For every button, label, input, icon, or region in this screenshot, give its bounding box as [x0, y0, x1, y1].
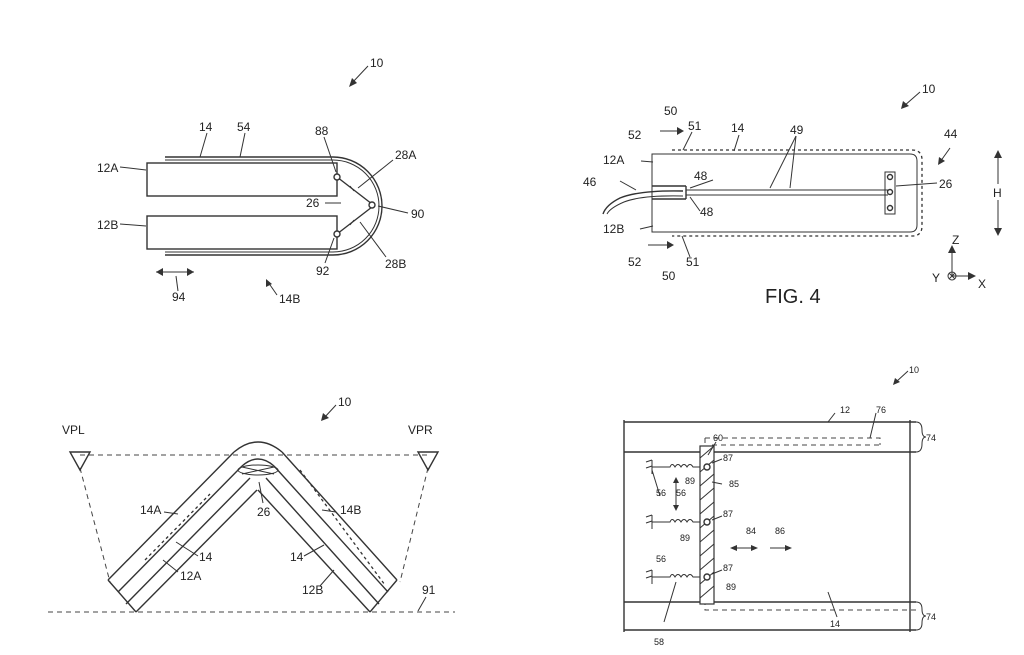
ref-74-bottom: 74 — [926, 612, 936, 622]
ref-89-b: 89 — [680, 533, 690, 543]
ref-26: 26 — [939, 177, 953, 191]
display-14 — [165, 157, 382, 255]
ref-14: 14 — [830, 619, 840, 629]
device-outline — [652, 154, 917, 232]
ref-12b: 12B — [97, 218, 118, 232]
label-vpr: VPR — [408, 423, 433, 437]
ref-14-left: 14 — [199, 550, 213, 564]
figure-bottom-right: 10 60 12 76 74 87 89 56 56 85 87 89 84 8… — [624, 365, 936, 647]
ref-48-upper: 48 — [694, 169, 708, 183]
ref-89-a: 89 — [685, 476, 695, 486]
ref-48-lower: 48 — [700, 205, 714, 219]
ref-58: 58 — [654, 637, 664, 647]
ref-51-top: 51 — [688, 119, 702, 133]
ref-52-bottom: 52 — [628, 255, 642, 269]
ref-14b: 14B — [279, 292, 300, 306]
ref-91: 91 — [422, 583, 436, 597]
axis-z: Z — [952, 233, 959, 247]
display-76 — [705, 438, 916, 610]
figure-top-right: 10 50 51 14 49 44 52 12A 46 48 48 26 H 1… — [583, 82, 1006, 308]
ref-74-top: 74 — [926, 433, 936, 443]
ref-50-bottom: 50 — [662, 269, 676, 283]
ref-85: 85 — [729, 479, 739, 489]
ref-28b: 28B — [385, 257, 406, 271]
ref-14b: 14B — [340, 503, 361, 517]
ref-50-top: 50 — [664, 104, 678, 118]
ref-14a: 14A — [140, 503, 161, 517]
ref-51-bottom: 51 — [686, 255, 700, 269]
figure-caption: FIG. 4 — [765, 286, 821, 308]
viewer-vpr — [418, 452, 438, 470]
ref-54: 54 — [237, 120, 251, 134]
ref-49: 49 — [790, 123, 804, 137]
ref-56-b: 56 — [676, 488, 686, 498]
ref-56-a: 56 — [656, 488, 666, 498]
ref-10: 10 — [922, 82, 936, 96]
leg-right — [258, 452, 397, 612]
axis-x: X — [978, 277, 986, 291]
ref-87-b: 87 — [723, 509, 733, 519]
ref-12a: 12A — [97, 161, 118, 175]
ref-12b: 12B — [302, 583, 323, 597]
pivot-92 — [334, 231, 340, 237]
cable-46 — [603, 191, 683, 214]
ref-12b: 12B — [603, 222, 624, 236]
ref-86: 86 — [775, 526, 785, 536]
ref-10: 10 — [370, 56, 384, 70]
ref-12a: 12A — [603, 153, 624, 167]
ref-76: 76 — [876, 405, 886, 415]
ref-10: 10 — [338, 395, 352, 409]
ref-56-c: 56 — [656, 554, 666, 564]
ref-44: 44 — [944, 127, 958, 141]
leg-left — [108, 452, 257, 612]
ref-14: 14 — [199, 120, 213, 134]
housing-12b — [147, 216, 337, 249]
display-14-inner — [165, 160, 379, 252]
ref-92: 92 — [316, 264, 330, 278]
ref-28a: 28A — [395, 148, 416, 162]
ref-52-top: 52 — [628, 128, 642, 142]
axis-y: Y — [932, 271, 940, 285]
ref-94: 94 — [172, 290, 186, 304]
figure-bottom-left: 10 VPL VPR 14A 14B 26 14 14 12A 12B 91 — [48, 395, 455, 612]
pivot-90 — [369, 202, 375, 208]
figure-top-left: 10 14 54 12A 12B 88 28A 26 90 92 28B 94 … — [97, 56, 425, 306]
ref-87-a: 87 — [723, 453, 733, 463]
ref-89-c: 89 — [726, 582, 736, 592]
ref-12a: 12A — [180, 569, 201, 583]
ref-14: 14 — [731, 121, 745, 135]
ref-14-right: 14 — [290, 550, 304, 564]
pivot-88 — [334, 174, 340, 180]
ref-87-c: 87 — [723, 563, 733, 573]
ref-60: 60 — [713, 433, 723, 443]
ref-90: 90 — [411, 207, 425, 221]
ref-88: 88 — [315, 124, 329, 138]
hinge-arm-lower — [337, 207, 372, 234]
label-vpl: VPL — [62, 423, 85, 437]
ref-12: 12 — [840, 405, 850, 415]
ref-26: 26 — [257, 505, 271, 519]
ref-46: 46 — [583, 175, 597, 189]
dimension-h: H — [993, 186, 1002, 200]
housing-12a — [147, 163, 337, 196]
ref-10: 10 — [909, 365, 919, 375]
ref-26: 26 — [306, 196, 320, 210]
ref-84: 84 — [746, 526, 756, 536]
